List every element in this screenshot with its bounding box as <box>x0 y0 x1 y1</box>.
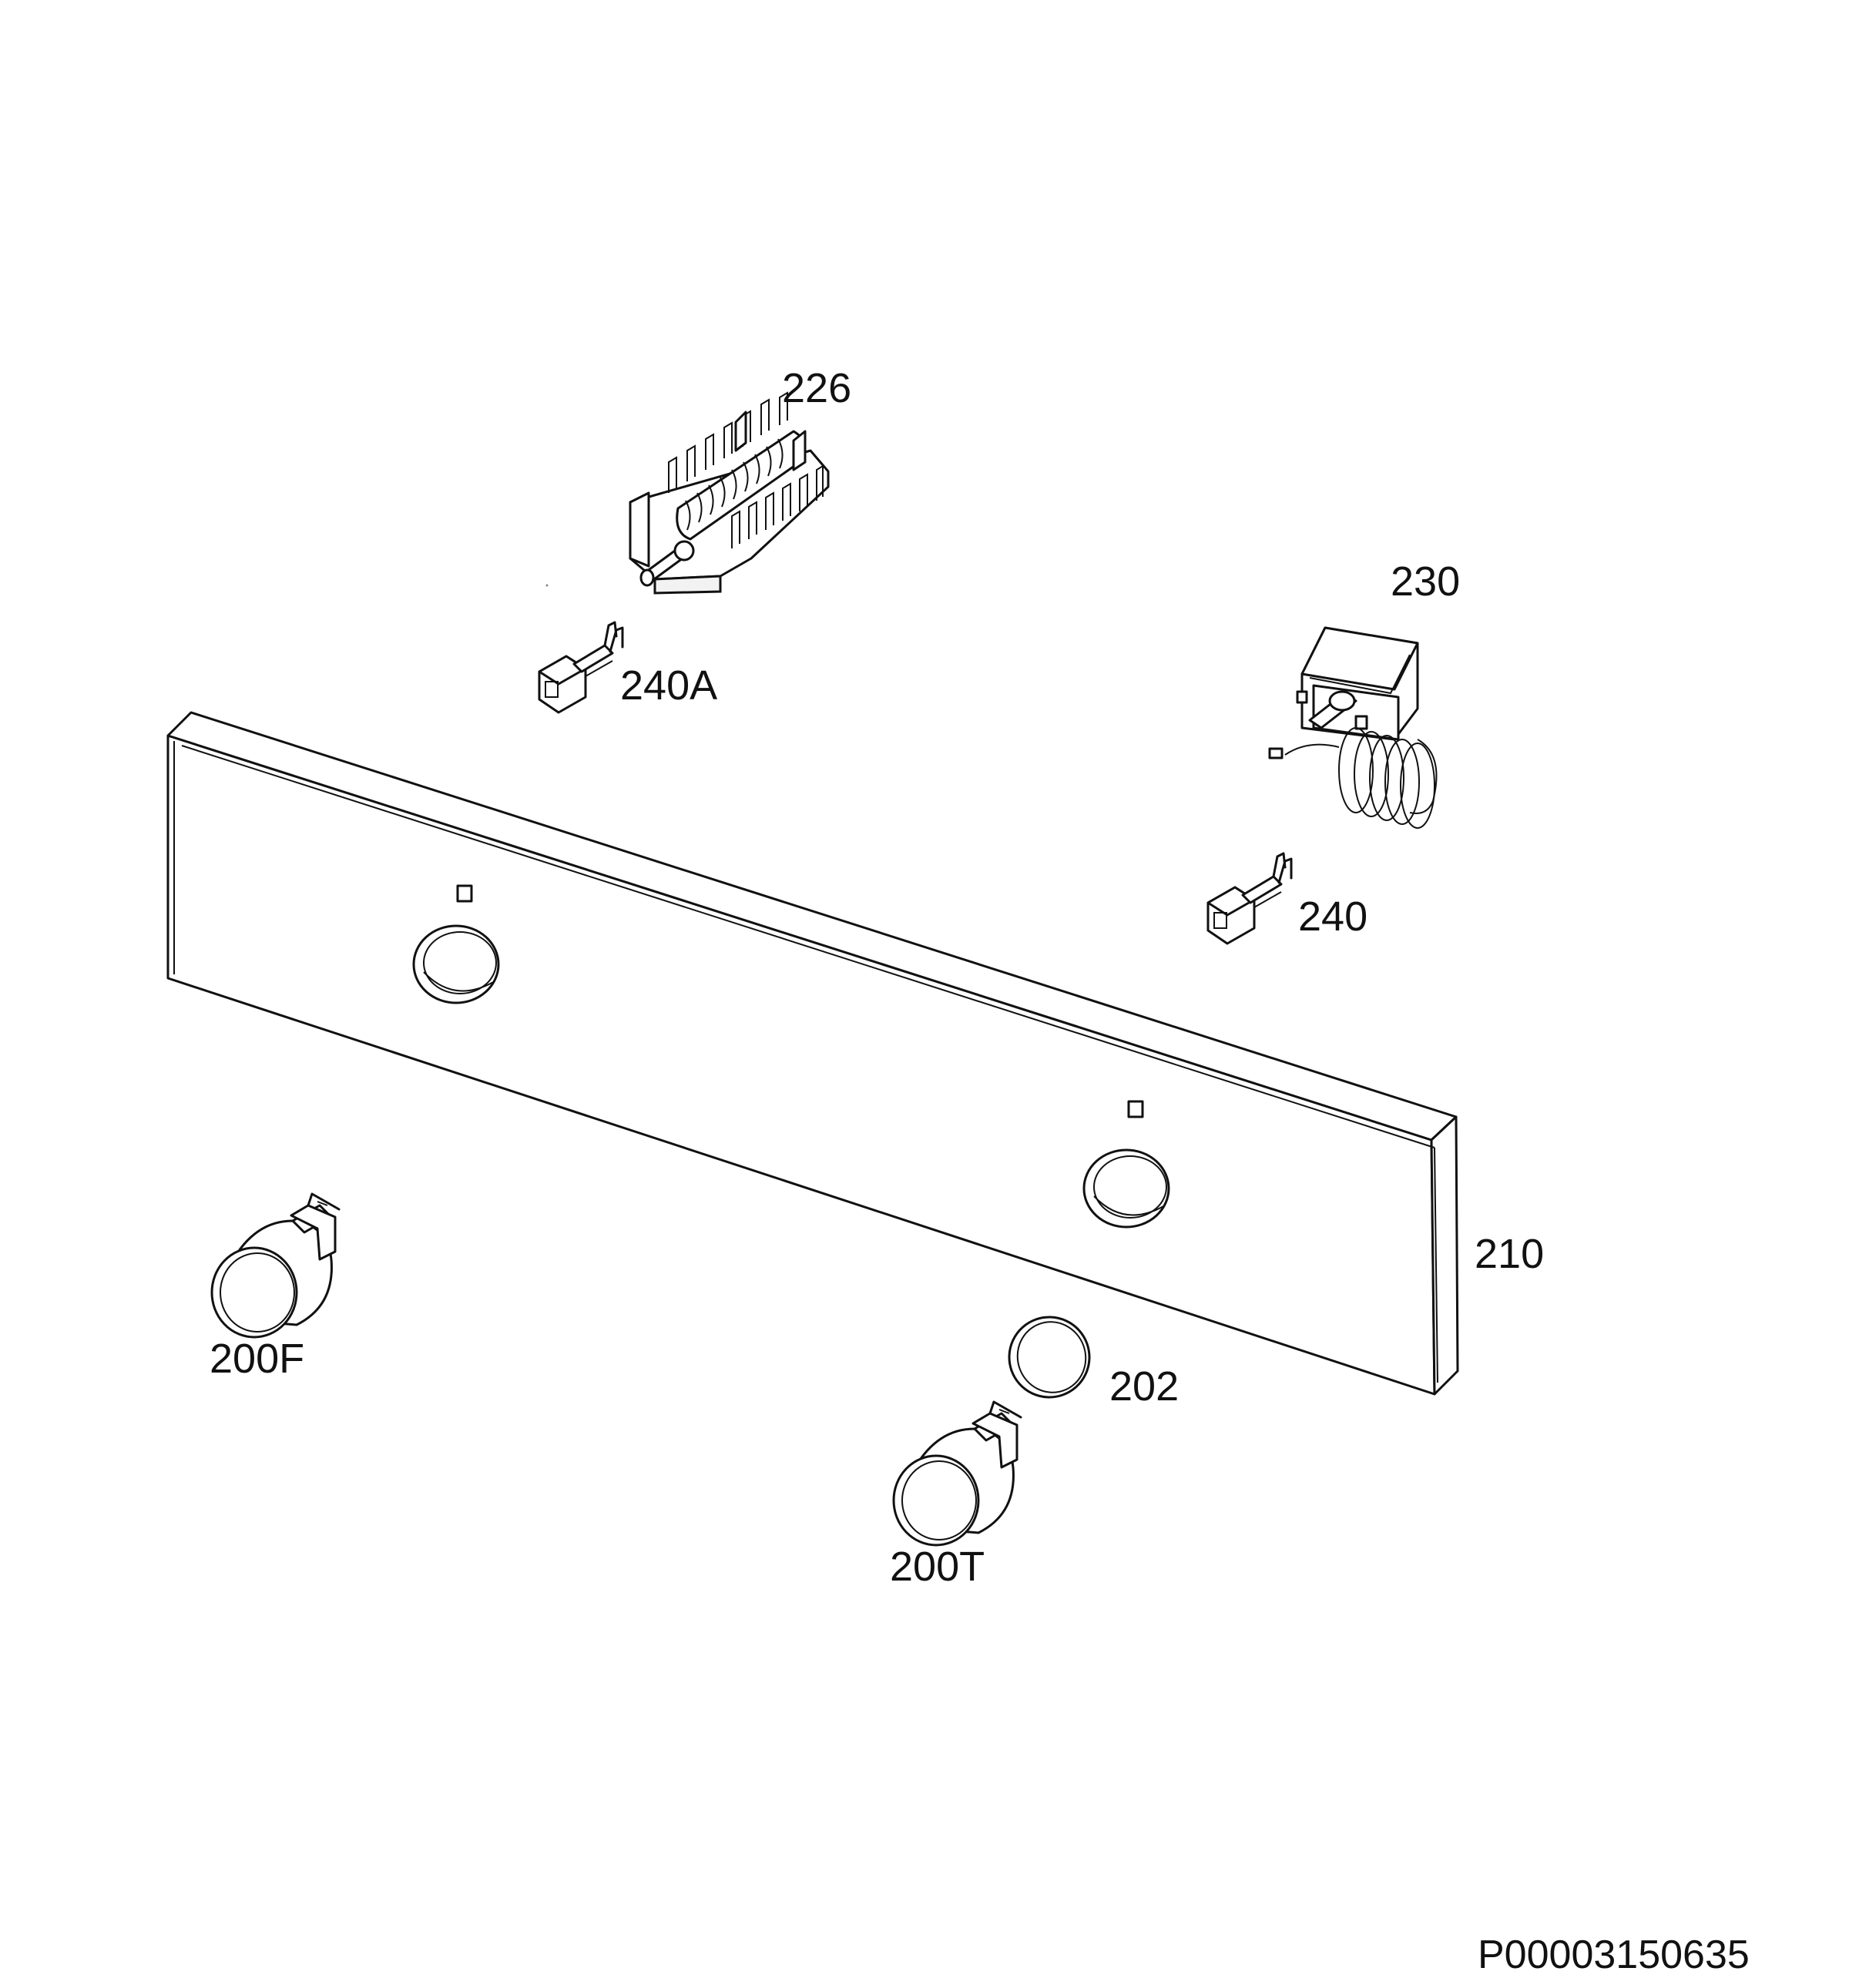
indicator-lamp-240 <box>1206 852 1293 945</box>
panel-indicator-right <box>1127 1100 1144 1118</box>
reference-code: P00003150635 <box>1478 1933 1750 1977</box>
label-240: 240 <box>1298 893 1367 940</box>
stray-dot <box>545 584 549 587</box>
selector-switch-226 <box>629 391 830 595</box>
panel-knob-hole-right <box>1082 1148 1170 1229</box>
label-230: 230 <box>1391 558 1460 605</box>
knob-200F <box>210 1192 341 1339</box>
label-200T: 200T <box>890 1544 985 1590</box>
ring-202 <box>1008 1316 1091 1399</box>
panel-knob-hole-left <box>412 924 500 1004</box>
knob-200T <box>892 1400 1022 1547</box>
panel-indicator-left <box>456 884 473 903</box>
label-240A: 240A <box>620 662 717 709</box>
label-226: 226 <box>782 365 851 411</box>
control-panel-210 <box>166 711 1459 1396</box>
label-200F: 200F <box>210 1336 304 1382</box>
label-202: 202 <box>1109 1363 1179 1410</box>
label-210: 210 <box>1475 1231 1544 1277</box>
thermostat-230 <box>1268 626 1438 829</box>
indicator-lamp-240A <box>538 621 624 714</box>
